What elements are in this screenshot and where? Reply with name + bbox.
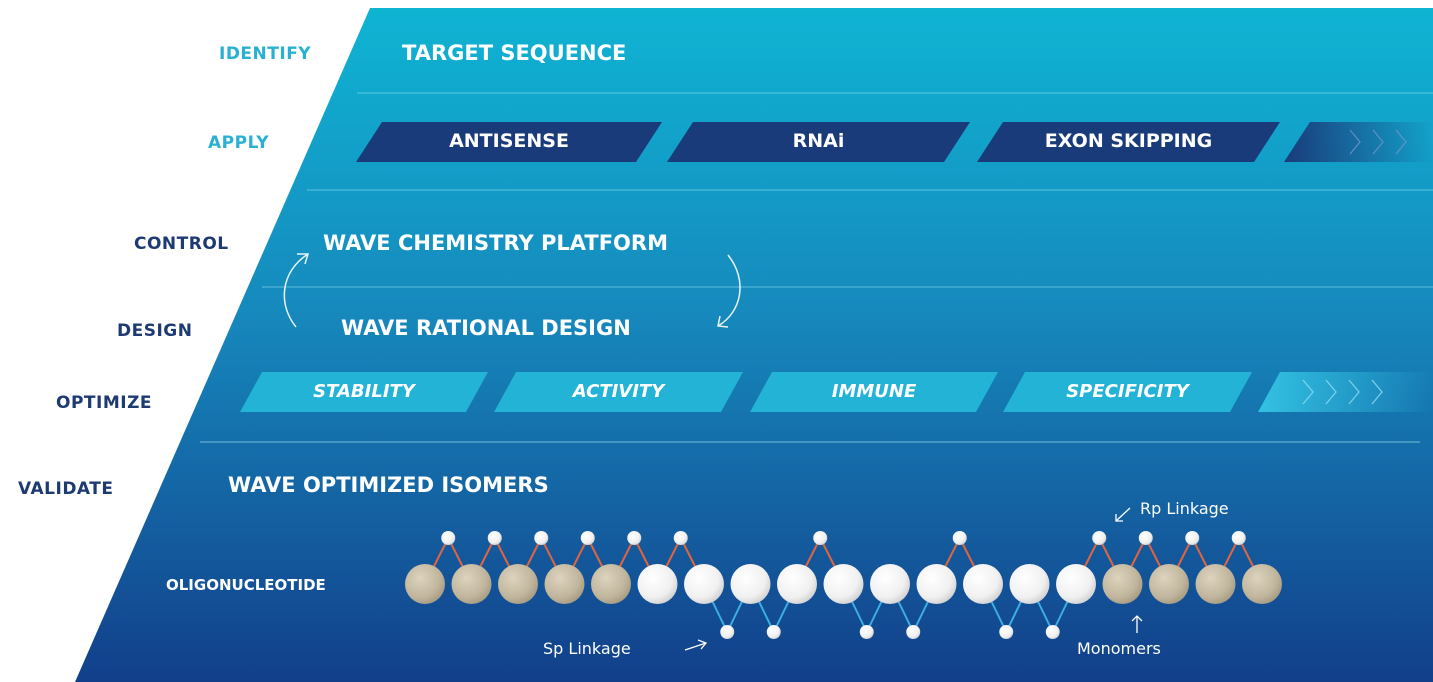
more-pill bbox=[1284, 122, 1433, 162]
immune-text: IMMUNE bbox=[831, 381, 917, 402]
monomer-sphere bbox=[963, 564, 1003, 604]
monomer-sphere bbox=[1149, 564, 1189, 604]
more-pill bbox=[1258, 372, 1433, 412]
oligonucleotide-label: OLIGONUCLEOTIDE bbox=[166, 576, 326, 594]
monomer-sphere bbox=[405, 564, 445, 604]
rp-linkage-sphere bbox=[1092, 531, 1107, 545]
monomer-sphere bbox=[498, 564, 538, 604]
monomer-sphere bbox=[544, 564, 585, 604]
rp-linkage-label: Rp Linkage bbox=[1140, 499, 1229, 518]
validate-label: VALIDATE bbox=[18, 479, 114, 499]
wave-rational-design-title: WAVE RATIONAL DESIGN bbox=[341, 316, 631, 340]
optimize-label: OPTIMIZE bbox=[56, 393, 153, 413]
rp-linkage-sphere bbox=[1185, 531, 1200, 545]
wave-optimized-isomers-title: WAVE OPTIMIZED ISOMERS bbox=[228, 473, 549, 497]
immune-pill bbox=[750, 372, 998, 412]
monomer-sphere bbox=[1102, 564, 1143, 604]
design-label: DESIGN bbox=[117, 321, 193, 341]
rp-linkage-sphere bbox=[813, 531, 828, 545]
rp-linkage-sphere bbox=[441, 531, 456, 545]
sp-linkage-sphere bbox=[720, 625, 735, 639]
oligonucleotide-molecule bbox=[405, 531, 1282, 639]
rnai-pill bbox=[667, 122, 970, 162]
rp-linkage-sphere bbox=[627, 531, 642, 545]
sp-linkage-sphere bbox=[906, 625, 921, 639]
monomer-sphere bbox=[1195, 564, 1236, 604]
apply-label: APPLY bbox=[208, 133, 270, 153]
rp-arrow-icon bbox=[1115, 507, 1131, 522]
sp-linkage-sphere bbox=[766, 625, 781, 639]
sp-linkage-sphere bbox=[999, 625, 1014, 639]
rp-linkage-sphere bbox=[952, 531, 967, 545]
monomer-sphere bbox=[870, 564, 910, 604]
rp-linkage-sphere bbox=[673, 531, 688, 545]
cycle-arrows-icon bbox=[283, 253, 741, 328]
monomer-sphere bbox=[684, 564, 724, 604]
monomer-sphere bbox=[823, 564, 864, 604]
sp-linkage-sphere bbox=[1045, 625, 1060, 639]
specificity-text: SPECIFICITY bbox=[1066, 381, 1189, 402]
apply-pills bbox=[356, 122, 1433, 162]
stability-text: STABILITY bbox=[313, 381, 415, 402]
identify-label: IDENTIFY bbox=[219, 44, 312, 64]
stability-pill bbox=[240, 372, 488, 412]
sp-arrow-icon bbox=[684, 639, 708, 651]
target-sequence-title: TARGET SEQUENCE bbox=[402, 41, 627, 65]
rp-linkage-sphere bbox=[534, 531, 549, 545]
monomer-sphere bbox=[777, 564, 817, 604]
rp-linkage-sphere bbox=[1138, 531, 1153, 545]
monomer-sphere bbox=[1009, 564, 1050, 604]
sp-linkage-sphere bbox=[859, 625, 874, 639]
monomers-arrow-icon bbox=[1131, 615, 1143, 633]
wave-chemistry-platform-title: WAVE CHEMISTRY PLATFORM bbox=[323, 231, 668, 255]
exon-skipping-pill bbox=[977, 122, 1280, 162]
rp-linkage-sphere bbox=[1231, 531, 1246, 545]
monomer-sphere bbox=[916, 564, 957, 604]
sp-linkage-label: Sp Linkage bbox=[543, 639, 631, 658]
optimize-pills bbox=[240, 372, 1433, 412]
antisense-text: ANTISENSE bbox=[449, 130, 569, 152]
specificity-pill bbox=[1003, 372, 1252, 412]
monomers-label: Monomers bbox=[1077, 639, 1161, 658]
activity-pill bbox=[494, 372, 743, 412]
activity-text: ACTIVITY bbox=[572, 381, 665, 402]
antisense-pill bbox=[356, 122, 662, 162]
monomer-sphere bbox=[591, 564, 631, 604]
monomer-sphere bbox=[1056, 564, 1096, 604]
monomer-sphere bbox=[451, 564, 492, 604]
exon-skipping-text: EXON SKIPPING bbox=[1044, 130, 1213, 152]
background-panel bbox=[75, 8, 1433, 682]
monomer-sphere bbox=[730, 564, 771, 604]
control-label: CONTROL bbox=[134, 234, 229, 254]
monomer-sphere bbox=[637, 564, 678, 604]
rp-linkage-sphere bbox=[487, 531, 502, 545]
chevrons-icon bbox=[1349, 129, 1407, 155]
rnai-text: RNAi bbox=[792, 130, 845, 152]
monomer-sphere bbox=[1242, 564, 1282, 604]
annotation-arrows bbox=[684, 507, 1143, 651]
rp-linkage-sphere bbox=[580, 531, 595, 545]
chevrons-icon bbox=[1302, 379, 1383, 405]
